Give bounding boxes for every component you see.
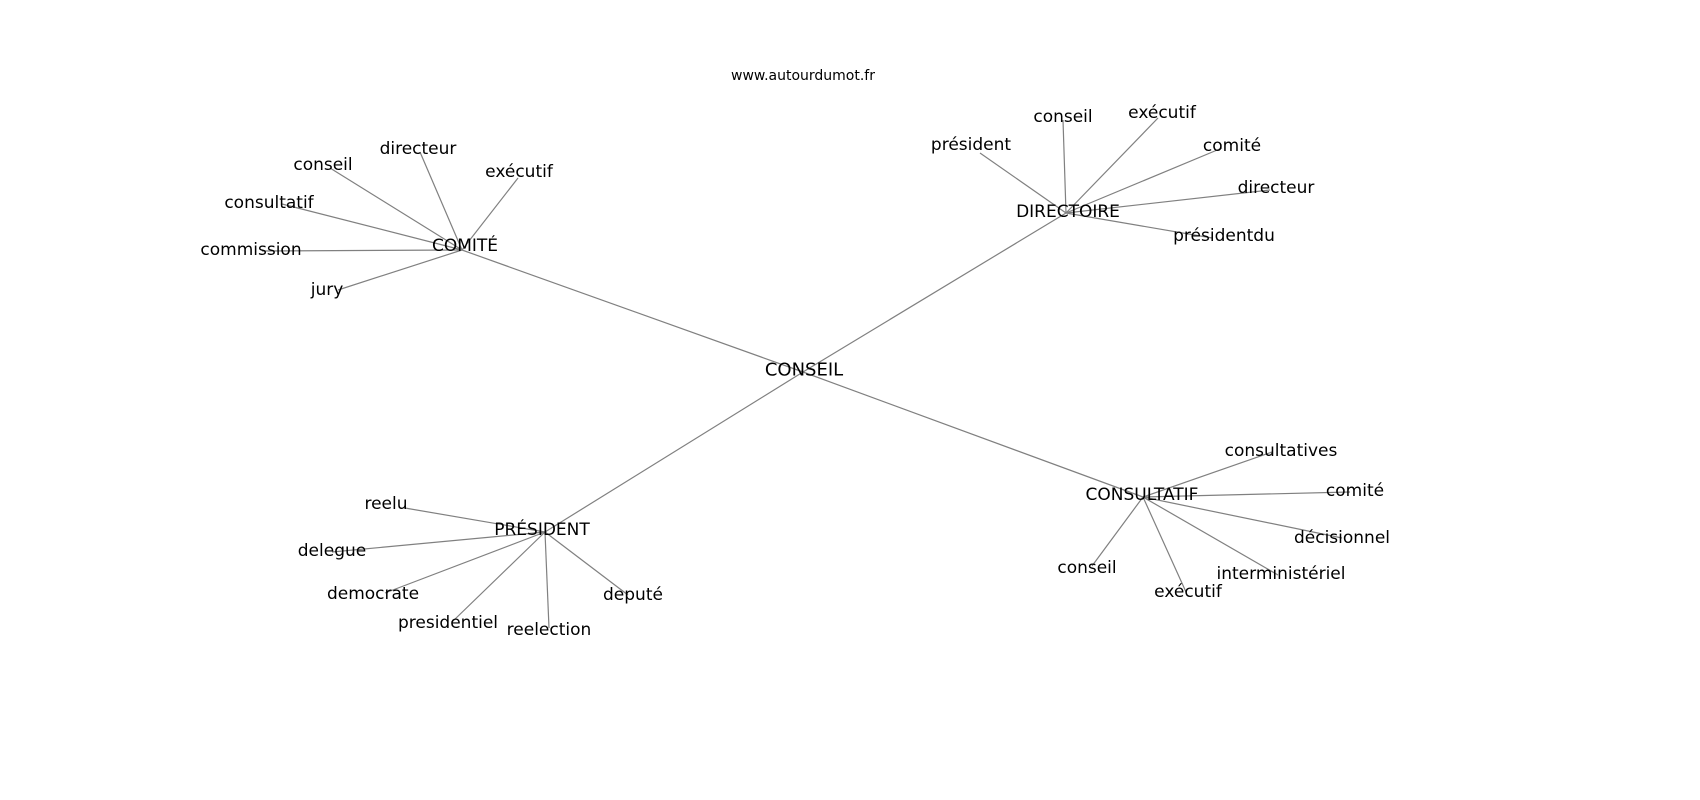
leaf-node-label[interactable]: consultatif <box>224 193 314 213</box>
edge-hub-to-leaf <box>404 507 546 533</box>
edge-hub-to-leaf <box>384 531 546 594</box>
edge-root-to-hub <box>461 249 804 373</box>
edge-hub-to-leaf <box>329 167 463 251</box>
hub-node-label[interactable]: COMITÉ <box>432 234 498 256</box>
leaf-node-label[interactable]: delegue <box>298 541 366 561</box>
hub-node-label[interactable]: DIRECTOIRE <box>1016 202 1120 222</box>
leaf-node-label[interactable]: directeur <box>1238 178 1315 198</box>
leaf-node-label[interactable]: democrate <box>327 584 419 604</box>
edge-hub-to-leaf <box>979 152 1067 214</box>
leaf-node-label[interactable]: reelu <box>364 494 407 514</box>
edge-root-to-hub <box>802 371 1144 498</box>
edge-root-to-hub <box>544 371 804 533</box>
edge-hub-to-leaf <box>1062 119 1067 214</box>
edge-hub-to-leaf <box>1142 496 1187 593</box>
edge-hub-to-leaf <box>1065 212 1213 239</box>
leaf-node-label[interactable]: presidentiel <box>398 613 498 633</box>
edge-hub-to-leaf <box>1065 189 1271 214</box>
leaf-node-label[interactable]: exécutif <box>1154 582 1223 602</box>
edge-hub-to-leaf <box>337 249 463 291</box>
edge-hub-to-leaf <box>1065 117 1159 214</box>
edge-hub-to-leaf <box>281 203 463 251</box>
edge-hub-to-leaf <box>261 249 463 252</box>
edge-hub-to-leaf <box>1142 451 1273 498</box>
edge-hub-to-leaf <box>1142 491 1351 498</box>
edge-hub-to-leaf <box>419 151 463 251</box>
leaf-node-label[interactable]: exécutif <box>1128 103 1197 123</box>
edges-layer <box>261 117 1351 629</box>
leaf-node-label[interactable]: interministériel <box>1217 564 1346 584</box>
leaf-node-label[interactable]: comité <box>1203 136 1261 156</box>
hub-node-label[interactable]: CONSULTATIF <box>1086 485 1199 505</box>
root-node-label[interactable]: CONSEIL <box>765 360 843 381</box>
leaf-node-label[interactable]: comité <box>1326 481 1384 501</box>
leaf-node-label[interactable]: consultatives <box>1225 441 1338 461</box>
edge-hub-to-leaf <box>544 531 550 629</box>
leaf-node-label[interactable]: directeur <box>380 139 457 159</box>
site-title: www.autourdumot.fr <box>731 68 875 84</box>
edge-hub-to-leaf <box>544 531 629 596</box>
leaf-node-label[interactable]: présidentdu <box>1173 226 1275 246</box>
leaf-node-label[interactable]: reelection <box>507 620 592 640</box>
leaf-node-label[interactable]: conseil <box>293 155 352 175</box>
leaf-node-label[interactable]: décisionnel <box>1294 528 1390 548</box>
edge-hub-to-leaf <box>1142 496 1343 539</box>
leaf-node-label[interactable]: deputé <box>603 585 663 605</box>
edge-hub-to-leaf <box>331 531 546 553</box>
edge-hub-to-leaf <box>451 531 546 623</box>
edge-hub-to-leaf <box>1091 496 1144 567</box>
leaf-node-label[interactable]: conseil <box>1033 107 1092 127</box>
edge-hub-to-leaf <box>461 177 519 251</box>
leaf-node-label[interactable]: conseil <box>1057 558 1116 578</box>
labels-layer: www.autourdumot.fr CONSEIL COMITÉ conseil d… <box>200 68 1390 640</box>
edge-hub-to-leaf <box>1142 496 1279 576</box>
leaf-node-label[interactable]: jury <box>310 280 344 300</box>
leaf-node-label[interactable]: président <box>931 135 1011 155</box>
hub-node-label[interactable]: PRÉSIDENT <box>494 518 590 540</box>
edge-hub-to-leaf <box>1065 147 1223 214</box>
edge-root-to-hub <box>802 212 1067 373</box>
leaf-node-label[interactable]: commission <box>200 240 301 260</box>
leaf-node-label[interactable]: exécutif <box>485 162 554 182</box>
